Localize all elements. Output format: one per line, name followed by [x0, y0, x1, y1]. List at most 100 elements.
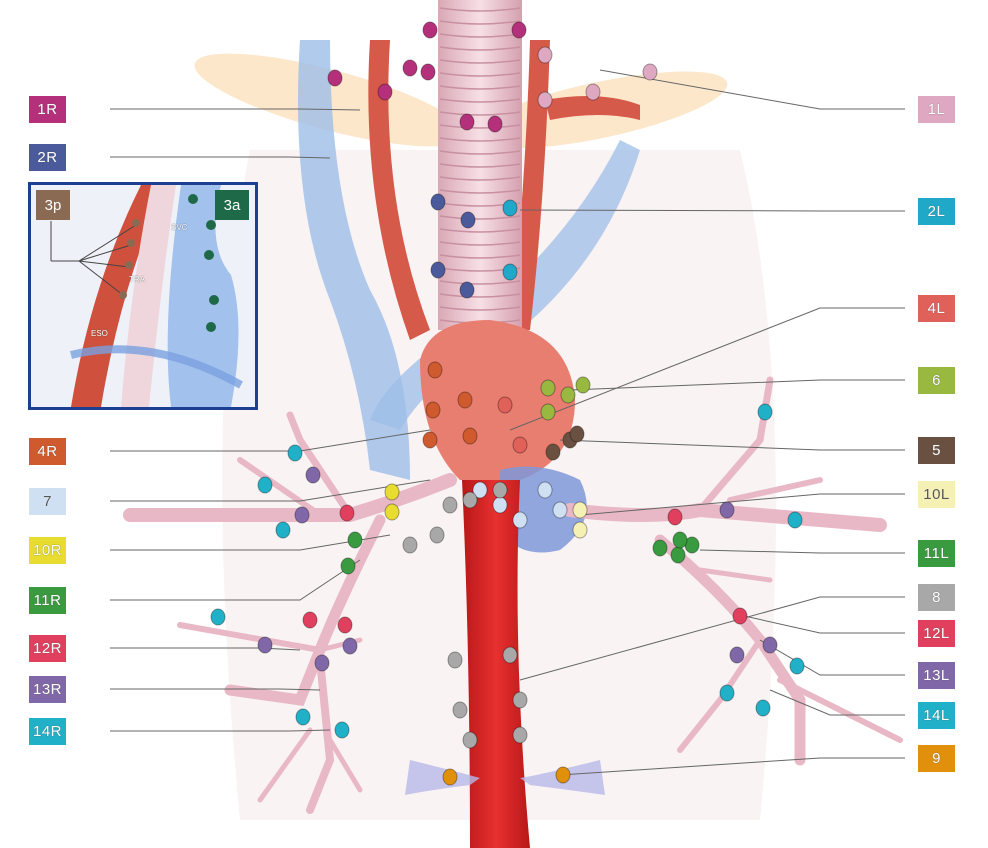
inset-svc	[167, 185, 239, 407]
left-subclavian-artery	[545, 96, 640, 120]
tracheal-ring	[439, 241, 521, 246]
lymph-node-8	[492, 481, 508, 499]
inset-label-tra: TRA	[129, 275, 145, 284]
tracheal-ring	[439, 137, 521, 142]
lymph-node-8	[402, 536, 418, 554]
leader-line	[579, 493, 905, 516]
station-label-11L[interactable]: 11L	[918, 540, 955, 567]
lymph-node-1R	[420, 63, 436, 81]
leader-line	[559, 439, 905, 451]
lymph-node-12R	[302, 611, 318, 629]
lymph-node-12L	[667, 508, 683, 526]
leader-line	[509, 307, 905, 431]
leader-line	[759, 639, 905, 676]
station-label-4L[interactable]: 4L	[918, 295, 955, 322]
station-label-12L[interactable]: 12L	[918, 620, 955, 647]
station-label-1L[interactable]: 1L	[918, 96, 955, 123]
station-label-2L[interactable]: 2L	[918, 198, 955, 225]
pulmonary-artery	[500, 466, 587, 553]
station-label-8[interactable]: 8	[918, 584, 955, 611]
leader-line	[569, 379, 905, 391]
lymph-node-7	[537, 481, 553, 499]
station-label-10L[interactable]: 10L	[918, 481, 955, 508]
tracheal-ring	[439, 176, 521, 181]
station-label-11R[interactable]: 11R	[29, 587, 66, 614]
tracheal-ring	[439, 59, 521, 64]
station-label-4R[interactable]: 4R	[29, 438, 66, 465]
lymph-node-11R	[340, 557, 356, 575]
lymph-node-14L	[719, 684, 735, 702]
lymph-node-14R	[275, 521, 291, 539]
tracheal-rings	[439, 7, 521, 324]
lymph-node-4R	[422, 431, 438, 449]
lymph-node-9	[442, 768, 458, 786]
station-label-13L[interactable]: 13L	[918, 662, 955, 689]
station-label-5[interactable]: 5	[918, 437, 955, 464]
leader-line	[599, 69, 905, 110]
station-label-12R[interactable]: 12R	[29, 635, 66, 662]
right-brachiocephalic-vein	[298, 40, 410, 480]
lymph-node-4R	[425, 401, 441, 419]
tracheal-ring	[439, 189, 521, 194]
leader-line	[519, 209, 905, 212]
station-label-14R[interactable]: 14R	[29, 718, 66, 745]
lymph-node-13R	[314, 654, 330, 672]
tracheal-ring	[439, 46, 521, 51]
inset-3p-nodes	[119, 219, 140, 299]
lymph-node-1R	[487, 115, 503, 133]
lymph-node-7	[552, 501, 568, 519]
lymph-node-14R	[257, 476, 273, 494]
station-label-2R[interactable]: 2R	[29, 144, 66, 171]
tracheal-ring	[439, 111, 521, 116]
lymph-node-13L	[719, 501, 735, 519]
lymph-node-14L	[787, 511, 803, 529]
tracheal-ring	[439, 150, 521, 155]
station-label-1R[interactable]: 1R	[29, 96, 66, 123]
inset-label-eso: ESO	[91, 329, 108, 338]
station-label-3p[interactable]: 3p	[36, 190, 70, 220]
lymph-node-1L	[537, 46, 553, 64]
tracheal-ring	[439, 215, 521, 220]
lymph-node-1L	[537, 91, 553, 109]
lymph-node-2R	[460, 211, 476, 229]
lymph-node-5	[569, 425, 585, 443]
lymph-node-13R	[257, 636, 273, 654]
station-label-13R[interactable]: 13R	[29, 676, 66, 703]
station-label-7[interactable]: 7	[29, 488, 66, 515]
lymph-node-14R	[295, 708, 311, 726]
station-label-14L[interactable]: 14L	[918, 702, 955, 729]
lymph-node-1R	[422, 21, 438, 39]
lymph-node-8	[462, 731, 478, 749]
lymph-node-2R	[459, 281, 475, 299]
lymph-node-8	[512, 726, 528, 744]
leader-line	[110, 559, 361, 601]
lymph-node-8	[442, 496, 458, 514]
tracheal-ring	[439, 228, 521, 233]
lymph-node-8	[429, 526, 445, 544]
lymph-node-2L	[502, 263, 518, 281]
lymph-node-7	[492, 496, 508, 514]
right-carotid-artery	[368, 40, 430, 340]
inset-3a-nodes	[188, 194, 219, 332]
tracheal-ring	[439, 306, 521, 311]
lymph-node-8	[502, 646, 518, 664]
aortic-arch	[420, 320, 575, 480]
station-label-10R[interactable]: 10R	[29, 537, 66, 564]
station-label-9[interactable]: 9	[918, 745, 955, 772]
lymph-node-9	[555, 766, 571, 784]
lymph-node-4R	[462, 427, 478, 445]
station-label-3a[interactable]: 3a	[215, 190, 249, 220]
lymph-node-14R	[334, 721, 350, 739]
lymph-node-8	[447, 651, 463, 669]
tracheal-ring	[439, 72, 521, 77]
lymph-node-1R	[511, 21, 527, 39]
leader-line	[559, 757, 905, 776]
lymph-node-12R	[337, 616, 353, 634]
lymph-node-13L	[729, 646, 745, 664]
lymph-node-14L	[789, 657, 805, 675]
lymph-node-10L	[572, 501, 588, 519]
station-label-6[interactable]: 6	[918, 367, 955, 394]
lymph-node-11L	[672, 531, 688, 549]
